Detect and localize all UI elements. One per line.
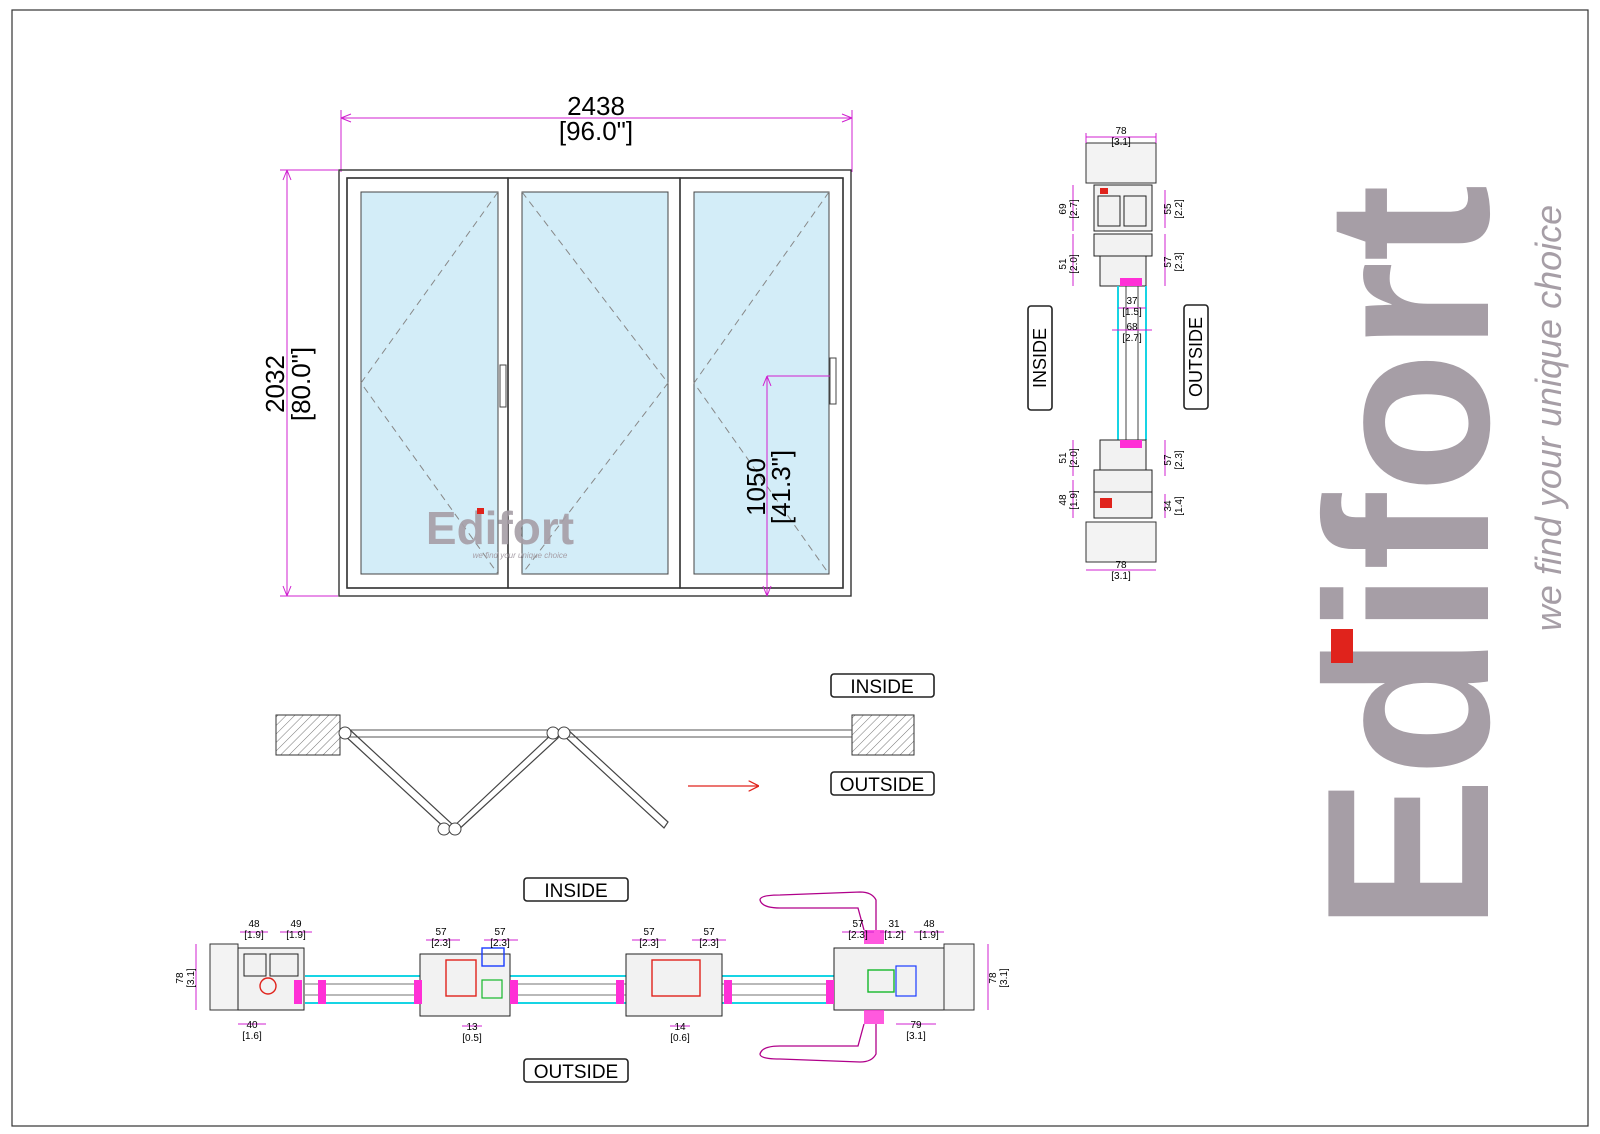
svg-text:51: 51 [1058,258,1069,270]
right-wall-block [851,714,915,756]
svg-text:57: 57 [494,927,506,938]
svg-text:79: 79 [910,1020,922,1031]
svg-text:[1.5]: [1.5] [1122,307,1142,318]
vertical-section: 78 [3.1] 69 [2.7] 55 [2.2] 51 [2.0] 57 [… [1027,126,1209,582]
watermark-slogan: we find your unique choice [473,551,568,560]
svg-text:[2.3]: [2.3] [431,938,451,949]
svg-text:[1.2]: [1.2] [884,930,904,941]
glass-panel-1 [360,191,499,575]
svg-text:[2.3]: [2.3] [639,938,659,949]
svg-text:48: 48 [248,919,260,930]
svg-text:40: 40 [246,1020,258,1031]
svg-text:[2.7]: [2.7] [1069,199,1080,219]
svg-text:[2.0]: [2.0] [1069,448,1080,468]
height-mm-label: 2032 [260,355,290,413]
handle-height-inch-label: [41.3"] [766,450,796,524]
svg-text:[2.3]: [2.3] [699,938,719,949]
height-dimension: 2032 [80.0"] [260,169,338,597]
left-wall-block [275,714,341,756]
horizontal-section: INSIDE OUTSIDE [175,877,1010,1083]
glass-panel-3 [693,191,830,575]
plan-inside-label: INSIDE [850,677,913,698]
svg-text:[1.9]: [1.9] [919,930,939,941]
section-outside-label-box [523,1058,629,1083]
fold-plan: INSIDE OUTSIDE [275,673,935,836]
svg-text:57: 57 [703,927,715,938]
glass-panel-2 [521,191,669,575]
handle-height-dimension: 1050 [41.3"] [741,375,830,597]
svg-text:[3.1]: [3.1] [999,968,1010,988]
svg-text:48: 48 [923,919,935,930]
section-outside-label: OUTSIDE [534,1062,618,1083]
svg-text:34: 34 [1163,500,1174,512]
svg-text:[0.6]: [0.6] [670,1033,690,1044]
svg-text:[3.1]: [3.1] [1111,571,1131,582]
svg-text:[2.3]: [2.3] [848,930,868,941]
vertical-inside-label-box [1027,305,1053,411]
sash-handle-icon [499,364,507,408]
svg-text:[3.1]: [3.1] [1111,137,1131,148]
vertical-outside-label-box [1183,304,1209,410]
svg-text:57: 57 [1163,256,1174,268]
vertical-inside-label: INSIDE [1030,328,1050,388]
watermark-logo: Edifort [426,502,574,554]
svg-text:[2.2]: [2.2] [1174,199,1185,219]
svg-text:[1.9]: [1.9] [1069,490,1080,510]
plan-outside-label-box [830,771,935,796]
svg-text:31: 31 [888,919,900,930]
brand-slogan: we find your unique choice [1528,205,1569,631]
svg-text:14: 14 [674,1022,686,1033]
svg-text:[3.1]: [3.1] [906,1031,926,1042]
svg-text:[2.3]: [2.3] [1174,252,1185,272]
width-mm-label: 2438 [567,91,625,121]
door-lever-icon [759,891,877,1063]
svg-text:[2.7]: [2.7] [1122,333,1142,344]
watermark-logo-dot [477,508,484,514]
height-inch-label: [80.0"] [286,347,316,421]
svg-text:[1.9]: [1.9] [244,930,264,941]
vertical-outside-label: OUTSIDE [1186,317,1206,397]
svg-text:57: 57 [852,919,864,930]
plan-outside-label: OUTSIDE [840,775,924,796]
front-elevation: 2438 [96.0"] 2032 [80.0"] [260,91,853,597]
svg-text:[2.3]: [2.3] [490,938,510,949]
svg-text:[1.9]: [1.9] [286,930,306,941]
door-handle-icon [829,357,837,405]
svg-text:[2.0]: [2.0] [1069,254,1080,274]
svg-text:78: 78 [1115,560,1127,571]
svg-text:[2.3]: [2.3] [1174,450,1185,470]
svg-text:78: 78 [1115,126,1127,137]
handle-height-mm-label: 1050 [741,458,771,516]
section-inside-label-box [523,877,629,902]
svg-text:51: 51 [1058,452,1069,464]
width-inch-label: [96.0"] [559,116,633,146]
sheet-border [11,9,1589,1127]
svg-text:48: 48 [1058,494,1069,506]
svg-text:69: 69 [1058,203,1069,215]
svg-text:49: 49 [290,919,302,930]
section-inside-label: INSIDE [544,881,607,902]
svg-text:78: 78 [988,972,999,984]
svg-text:[3.1]: [3.1] [186,968,197,988]
plan-inside-label-box [830,673,935,698]
svg-text:37: 37 [1126,296,1138,307]
svg-text:[1.4]: [1.4] [1174,496,1185,516]
svg-text:57: 57 [1163,454,1174,466]
svg-text:68: 68 [1126,322,1138,333]
svg-text:57: 57 [643,927,655,938]
svg-text:57: 57 [435,927,447,938]
svg-text:78: 78 [175,972,186,984]
width-dimension: 2438 [96.0"] [340,91,853,172]
svg-text:[0.5]: [0.5] [462,1033,482,1044]
brand-logo-dot [1331,629,1353,663]
svg-text:[1.6]: [1.6] [242,1031,262,1042]
svg-text:13: 13 [466,1022,478,1033]
brand-logo-text: Edifort [1279,184,1538,931]
brand-logo: Edifort we find your unique choice [1279,184,1569,931]
svg-text:55: 55 [1163,203,1174,215]
